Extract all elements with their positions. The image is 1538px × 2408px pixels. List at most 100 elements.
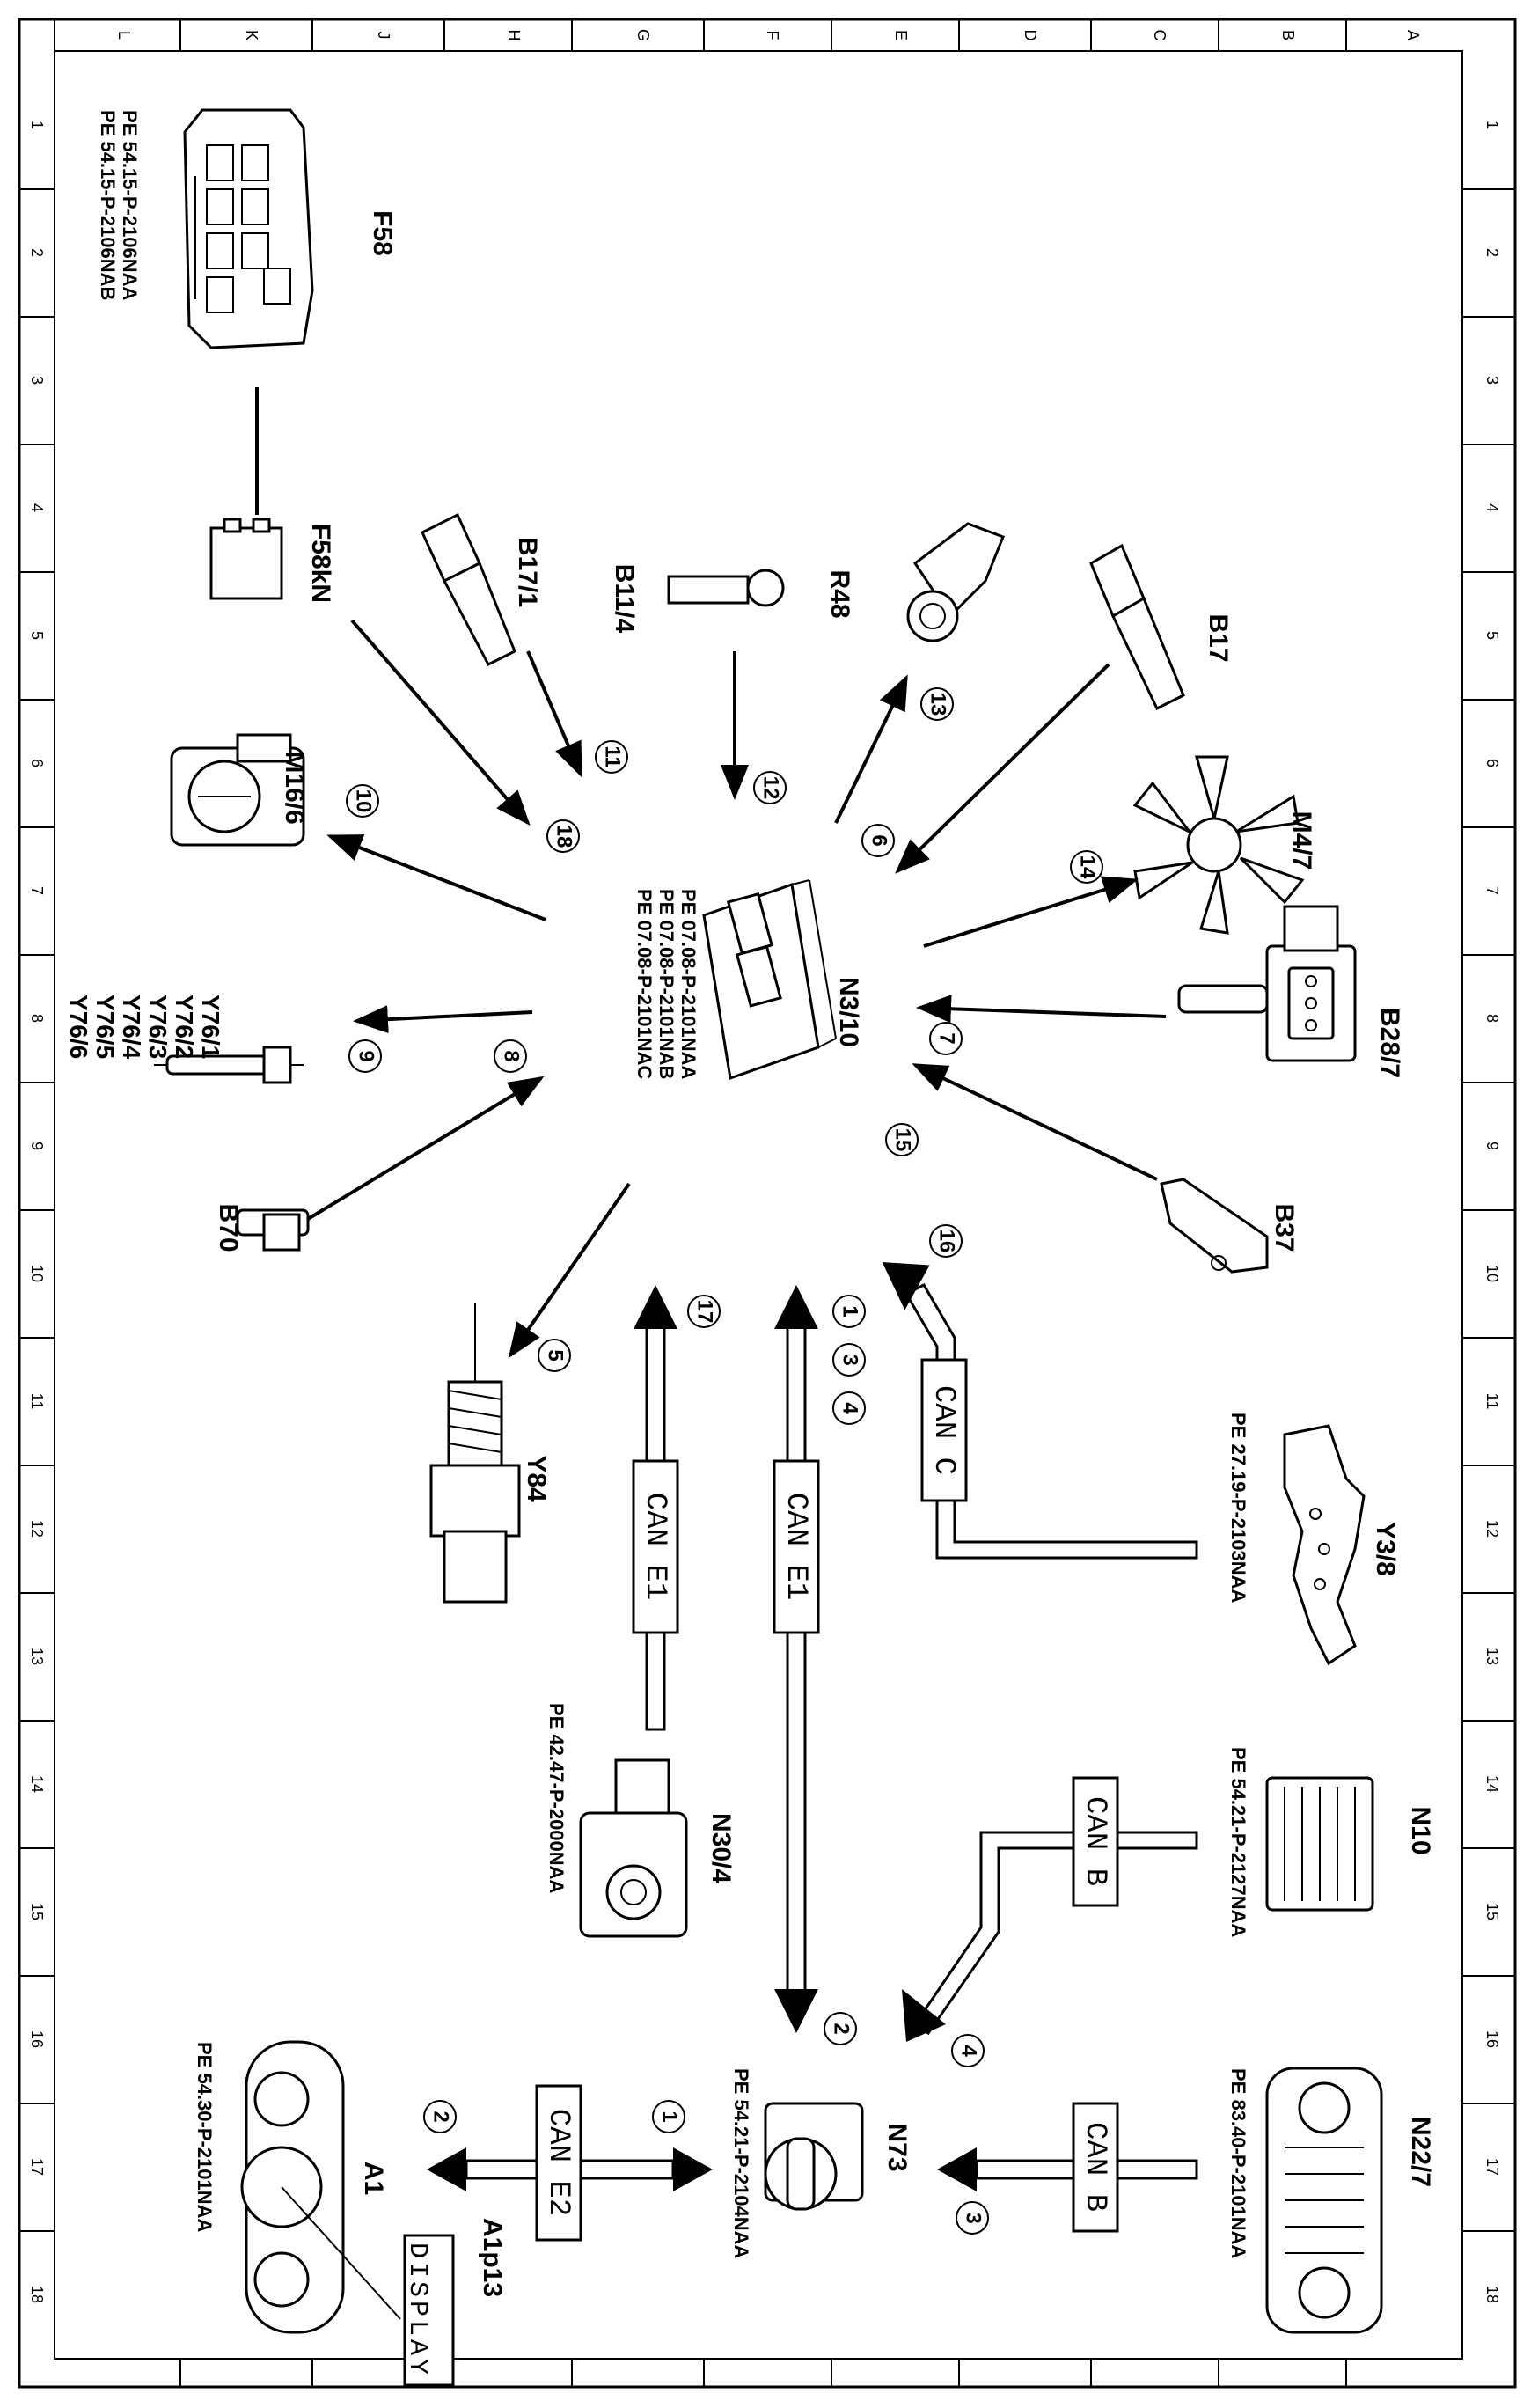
marker-1-top: 1 bbox=[832, 1295, 866, 1328]
y76-injector-drawing bbox=[154, 1046, 304, 1084]
can-b-upper-label: CAN B bbox=[1078, 1796, 1111, 1886]
grid-number-8: 8 bbox=[28, 1014, 46, 1023]
marker-4-n73: 4 bbox=[951, 2034, 985, 2067]
component-labels: F58 F58kN B17/1 B11/4 R48 B17 M4/7 M16/6… bbox=[214, 210, 1435, 2297]
grid-number-17: 17 bbox=[28, 2158, 46, 2176]
a1p13-display-drawing: DISPLAY bbox=[402, 2234, 455, 2387]
label-b17: B17 bbox=[1204, 613, 1233, 662]
grid-letter-e: E bbox=[892, 30, 910, 40]
svg-text:8: 8 bbox=[500, 1050, 524, 1061]
label-b37: B37 bbox=[1270, 1203, 1299, 1252]
grid-number-12: 12 bbox=[28, 1520, 46, 1538]
drawing-frame bbox=[18, 18, 1517, 2389]
can-b-lower-label: CAN B bbox=[1078, 2122, 1111, 2212]
grid-letter-b: B bbox=[1279, 30, 1297, 40]
f58kn-relay-drawing bbox=[209, 518, 283, 600]
ref-n3-10-2: PE 07.08-P-2101NAB bbox=[655, 889, 677, 1079]
svg-text:6: 6 bbox=[868, 834, 891, 846]
can-b-bus-upper: CAN B bbox=[902, 1776, 1198, 2042]
r48-heater-drawing bbox=[906, 522, 1005, 642]
label-y3-8: Y3/8 bbox=[1371, 1522, 1400, 1576]
marker-16: 16 bbox=[929, 1224, 963, 1258]
grid-number-18: 18 bbox=[28, 2286, 46, 2303]
m16-6-throttle-drawing bbox=[170, 733, 305, 847]
svg-text:15: 15 bbox=[891, 1128, 915, 1152]
reference-texts: PE 54.15-P-2106NAA PE 54.15-P-2106NAB PE… bbox=[97, 110, 1249, 2259]
b11-4-sensor-drawing bbox=[667, 569, 785, 607]
marker-14: 14 bbox=[1070, 850, 1103, 884]
can-e1-bus-right: CAN E1 bbox=[773, 1285, 820, 2033]
label-a1p13: A1p13 bbox=[478, 2218, 507, 2297]
can-e1-bus-left: CAN E1 bbox=[632, 1285, 679, 1731]
ref-n73: PE 54.21-P-2104NAA bbox=[730, 2068, 752, 2259]
ref-f58-1: PE 54.15-P-2106NAA bbox=[119, 110, 141, 301]
arrow-5 bbox=[508, 1182, 631, 1359]
grid-number-11: 11 bbox=[28, 1393, 46, 1410]
grid-number-7-right: 7 bbox=[1483, 886, 1501, 895]
arrow-8 bbox=[306, 1076, 545, 1221]
n73-ignition-switch-drawing bbox=[764, 2102, 864, 2211]
label-m16-6: M16/6 bbox=[280, 751, 309, 824]
label-n10: N10 bbox=[1406, 1806, 1435, 1854]
grid-number-5: 5 bbox=[28, 631, 46, 640]
arrow-10 bbox=[326, 834, 546, 921]
grid-number-10: 10 bbox=[28, 1265, 46, 1282]
can-c-bus: CAN C bbox=[882, 1262, 1198, 1560]
svg-text:4: 4 bbox=[839, 1402, 862, 1414]
grid-number-1: 1 bbox=[28, 121, 46, 129]
a1-instrument-cluster-drawing bbox=[240, 2040, 401, 2334]
grid-number-16: 16 bbox=[28, 2030, 46, 2048]
grid-reference-border: A B C D E F G H J K L 1 2 3 4 5 6 7 8 9 … bbox=[19, 19, 1515, 2387]
label-n73: N73 bbox=[883, 2123, 912, 2171]
svg-text:7: 7 bbox=[935, 1032, 959, 1044]
label-a1: A1 bbox=[359, 2162, 388, 2195]
grid-letter-j: J bbox=[375, 32, 392, 40]
grid-number-9-right: 9 bbox=[1483, 1142, 1501, 1150]
grid-letter-h: H bbox=[505, 30, 523, 41]
y84-actuator-drawing bbox=[429, 1303, 521, 1604]
arrow-11 bbox=[526, 650, 582, 778]
arrow-7 bbox=[916, 995, 1167, 1024]
ref-n3-10-1: PE 07.08-P-2101NAA bbox=[677, 889, 699, 1080]
svg-text:17: 17 bbox=[693, 1300, 717, 1324]
b37-pedal-drawing bbox=[1160, 1178, 1269, 1274]
marker-10: 10 bbox=[346, 784, 379, 818]
label-y84: Y84 bbox=[522, 1455, 551, 1502]
marker-3-n73: 3 bbox=[956, 2201, 989, 2235]
svg-text:10: 10 bbox=[352, 789, 376, 813]
svg-text:4: 4 bbox=[957, 2045, 981, 2057]
can-e2-bus: CAN E2 bbox=[427, 2084, 713, 2242]
signal-number-markers: 1 3 4 2 4 3 1 2 5 6 7 8 9 10 11 12 13 14… bbox=[346, 687, 1103, 2235]
grid-letter-c: C bbox=[1151, 30, 1168, 41]
f58-fuse-box-drawing bbox=[183, 108, 314, 349]
grid-number-17-right: 17 bbox=[1483, 2158, 1501, 2176]
m4-7-fan-drawing bbox=[1132, 755, 1305, 935]
label-n3-10: N3/10 bbox=[834, 977, 863, 1047]
grid-number-12-right: 12 bbox=[1483, 1520, 1501, 1538]
y76-label-block: Y76/1 Y76/2 Y76/3 Y76/4 Y76/5 Y76/6 bbox=[65, 995, 224, 1060]
marker-18: 18 bbox=[546, 819, 580, 853]
marker-6: 6 bbox=[861, 824, 895, 857]
grid-number-15: 15 bbox=[28, 1903, 46, 1920]
label-n22-7: N22/7 bbox=[1406, 2117, 1435, 2187]
n30-4-module-drawing bbox=[579, 1758, 688, 1938]
arrow-13 bbox=[834, 674, 908, 824]
marker-3-top: 3 bbox=[832, 1343, 866, 1377]
svg-text:3: 3 bbox=[839, 1354, 862, 1365]
ref-y3-8: PE 27.19-P-2103NAA bbox=[1227, 1413, 1249, 1604]
grid-number-10-right: 10 bbox=[1483, 1265, 1501, 1282]
svg-text:2: 2 bbox=[429, 2111, 453, 2122]
svg-text:13: 13 bbox=[926, 693, 950, 716]
b17-sensor-drawing bbox=[1089, 543, 1185, 711]
grid-letter-l: L bbox=[115, 31, 133, 40]
marker-15: 15 bbox=[885, 1123, 919, 1156]
label-f58: F58 bbox=[368, 210, 397, 256]
svg-text:2: 2 bbox=[830, 2023, 853, 2034]
ref-n22-7: PE 83.40-P-2101NAA bbox=[1227, 2068, 1249, 2259]
grid-number-8-right: 8 bbox=[1483, 1014, 1501, 1023]
label-f58kn: F58kN bbox=[306, 524, 335, 603]
grid-letter-k: K bbox=[243, 30, 260, 40]
can-e1-left-label: CAN E1 bbox=[638, 1493, 671, 1600]
marker-4-top: 4 bbox=[832, 1391, 866, 1425]
label-b17-1: B17/1 bbox=[513, 537, 542, 607]
